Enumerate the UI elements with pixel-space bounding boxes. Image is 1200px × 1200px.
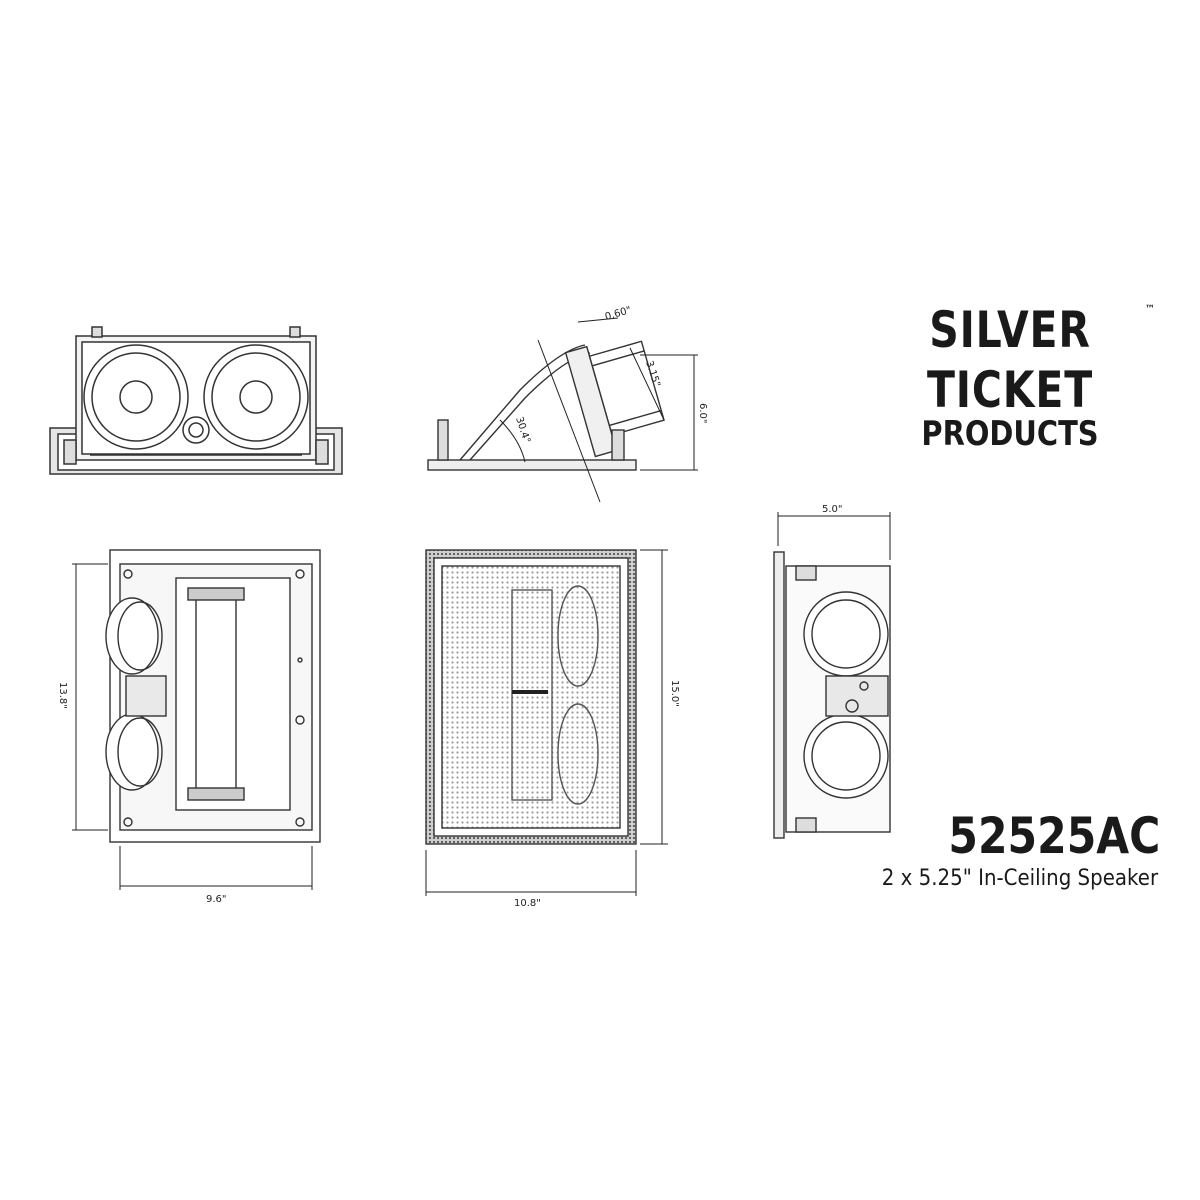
angled-side-view <box>427 317 698 503</box>
brand-subtitle: PRODUCTS <box>921 414 1099 454</box>
front-view <box>49 326 343 475</box>
brand-name: SILVER TICKET <box>927 301 1093 419</box>
side-view <box>773 551 891 839</box>
trademark-symbol: ™ <box>1145 304 1155 315</box>
top-view-dimensions <box>72 563 313 890</box>
dim-side-depth: 5.0" <box>822 504 843 515</box>
brand-logo: SILVER TICKET ™ PRODUCTS <box>850 300 1170 452</box>
top-view <box>105 549 321 843</box>
dim-top-view-width: 9.6" <box>206 894 227 905</box>
dim-top-view-height: 13.8" <box>57 682 68 709</box>
grille-view <box>425 549 637 845</box>
dim-overall-depth: 6.0" <box>697 403 708 424</box>
dim-baffle-offset: 0.60" <box>604 305 633 323</box>
side-view-dimensions <box>777 512 891 560</box>
model-number: 52525AC <box>948 807 1160 865</box>
dim-grille-width: 10.8" <box>514 898 541 909</box>
dim-grille-height: 15.0" <box>669 680 680 707</box>
product-description: 2 x 5.25" In-Ceiling Speaker <box>881 866 1158 891</box>
grille-view-dimensions <box>425 549 668 896</box>
